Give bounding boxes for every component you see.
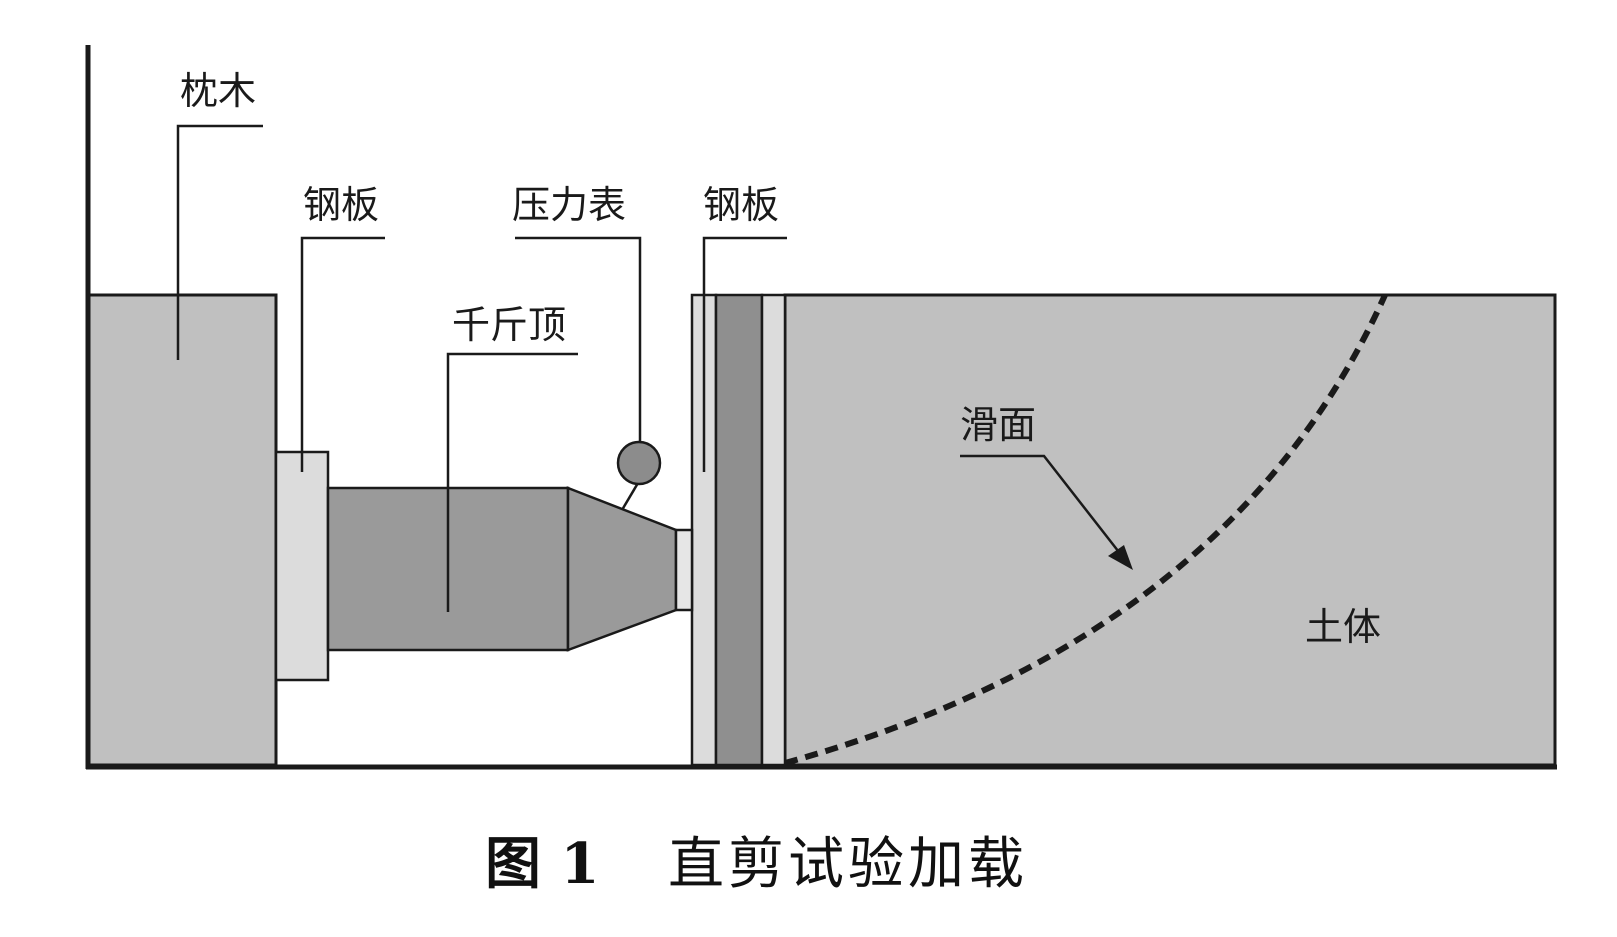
right-steel-plate-core	[714, 293, 764, 767]
leader-slip-surface-arrowhead	[1108, 545, 1133, 570]
leader-left-plate	[300, 236, 385, 472]
label-sleeper: 枕木	[180, 69, 256, 113]
jack-taper	[566, 486, 678, 652]
caption-title: 直剪试验加载	[668, 832, 1028, 897]
caption-number: 图 1	[485, 831, 599, 897]
soil-body	[783, 293, 1557, 767]
leader-slip-surface	[960, 454, 1123, 557]
gauge-stem	[620, 482, 640, 511]
leader-sleeper	[176, 124, 263, 360]
label-jack: 千斤顶	[452, 303, 566, 347]
label-soil: 土体	[1305, 605, 1381, 649]
jack-piston	[674, 528, 694, 612]
leader-pressure-gauge	[515, 236, 642, 442]
label-pressure-gauge: 压力表	[512, 183, 626, 227]
left-steel-plate	[274, 450, 330, 682]
label-slip-surface: 滑面	[960, 403, 1036, 447]
leader-jack	[446, 352, 578, 612]
label-left-steel-plate: 钢板	[303, 183, 379, 227]
label-right-steel-plate: 钢板	[703, 183, 779, 227]
slip-surface-curve	[784, 293, 1388, 766]
pressure-gauge-dial	[616, 440, 662, 486]
right-steel-plate-inner	[760, 293, 787, 767]
sleeper-block	[86, 293, 278, 767]
leader-right-plate	[702, 236, 787, 472]
